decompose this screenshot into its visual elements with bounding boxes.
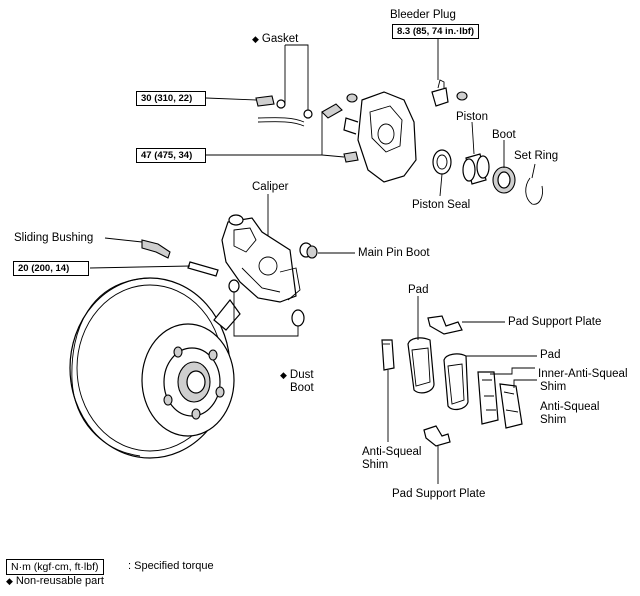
pad-support-plate-bottom <box>423 425 451 447</box>
inner-shim-label-2: Shim <box>540 381 567 393</box>
pad-top-label: Pad <box>408 284 429 296</box>
anti-shim-left-label-2: Shim <box>362 459 389 471</box>
gasket-label: ◆Gasket <box>252 33 298 46</box>
piston-seal-label: Piston Seal <box>412 199 471 211</box>
caliper-upper <box>343 91 417 183</box>
pad-support-plate-top-label: Pad Support Plate <box>508 316 602 328</box>
legend-unit-desc: : Specified torque <box>128 560 214 572</box>
sliding-bushing-label: Sliding Bushing <box>14 232 94 244</box>
dust-boot-label-2: Boot <box>290 382 314 394</box>
gasket-text: Gasket <box>261 33 299 45</box>
union-bolt <box>255 95 359 163</box>
anti-shim-right-label-2: Shim <box>540 414 567 426</box>
bleeder-torque-box: 8.3 (85, 74 in.·lbf) <box>392 24 480 39</box>
torque-30-box: 30 (310, 22) <box>136 91 206 106</box>
main-pin-boot <box>299 242 318 259</box>
bleeder-plug-label: Bleeder Plug <box>390 9 456 21</box>
legend-nonreusable: ◆Non-reusable part <box>6 575 104 588</box>
legend-nonreusable-text: Non-reusable part <box>15 575 104 587</box>
torque-20-box: 20 (200, 14) <box>13 261 89 276</box>
piston-label: Piston <box>456 111 488 123</box>
pad-support-plate-bottom-label: Pad Support Plate <box>392 488 486 500</box>
inner-anti-squeal-shim <box>477 371 499 425</box>
anti-shim-right-label-1: Anti-Squeal <box>540 401 600 413</box>
pad-support-plate-top <box>427 315 463 335</box>
caliper-lower <box>221 214 301 303</box>
anti-shim-left-label-1: Anti-Squeal <box>362 446 422 458</box>
inner-shim-label-1: Inner-Anti-Squeal <box>538 368 628 380</box>
dust-boot <box>228 279 305 327</box>
anti-squeal-shim-right <box>499 383 523 429</box>
dust-boot-text-1: Dust <box>289 369 314 381</box>
dust-boot-label: ◆Dust <box>280 369 314 382</box>
boot-label: Boot <box>492 129 516 141</box>
pad-right <box>443 353 469 411</box>
nonreusable-diamond-icon: ◆ <box>6 576 13 586</box>
main-pin-boot-label: Main Pin Boot <box>358 247 430 259</box>
bleeder-plug <box>431 79 468 107</box>
legend-unit-box: N·m (kgf·cm, ft·lbf) <box>6 559 104 575</box>
disc-rotor <box>69 277 241 459</box>
set-ring-label: Set Ring <box>514 150 559 162</box>
nonreusable-diamond-icon: ◆ <box>252 34 259 44</box>
anti-squeal-shim-left <box>381 339 395 371</box>
pad-left <box>407 337 435 394</box>
caliper-label: Caliper <box>252 181 289 193</box>
nonreusable-diamond-icon: ◆ <box>280 370 287 380</box>
torque-47-box: 47 (475, 34) <box>136 148 206 163</box>
leader-lines <box>89 38 537 484</box>
pad-right-label: Pad <box>540 349 561 361</box>
sliding-bushing <box>141 239 219 277</box>
piston-assembly <box>432 149 543 205</box>
